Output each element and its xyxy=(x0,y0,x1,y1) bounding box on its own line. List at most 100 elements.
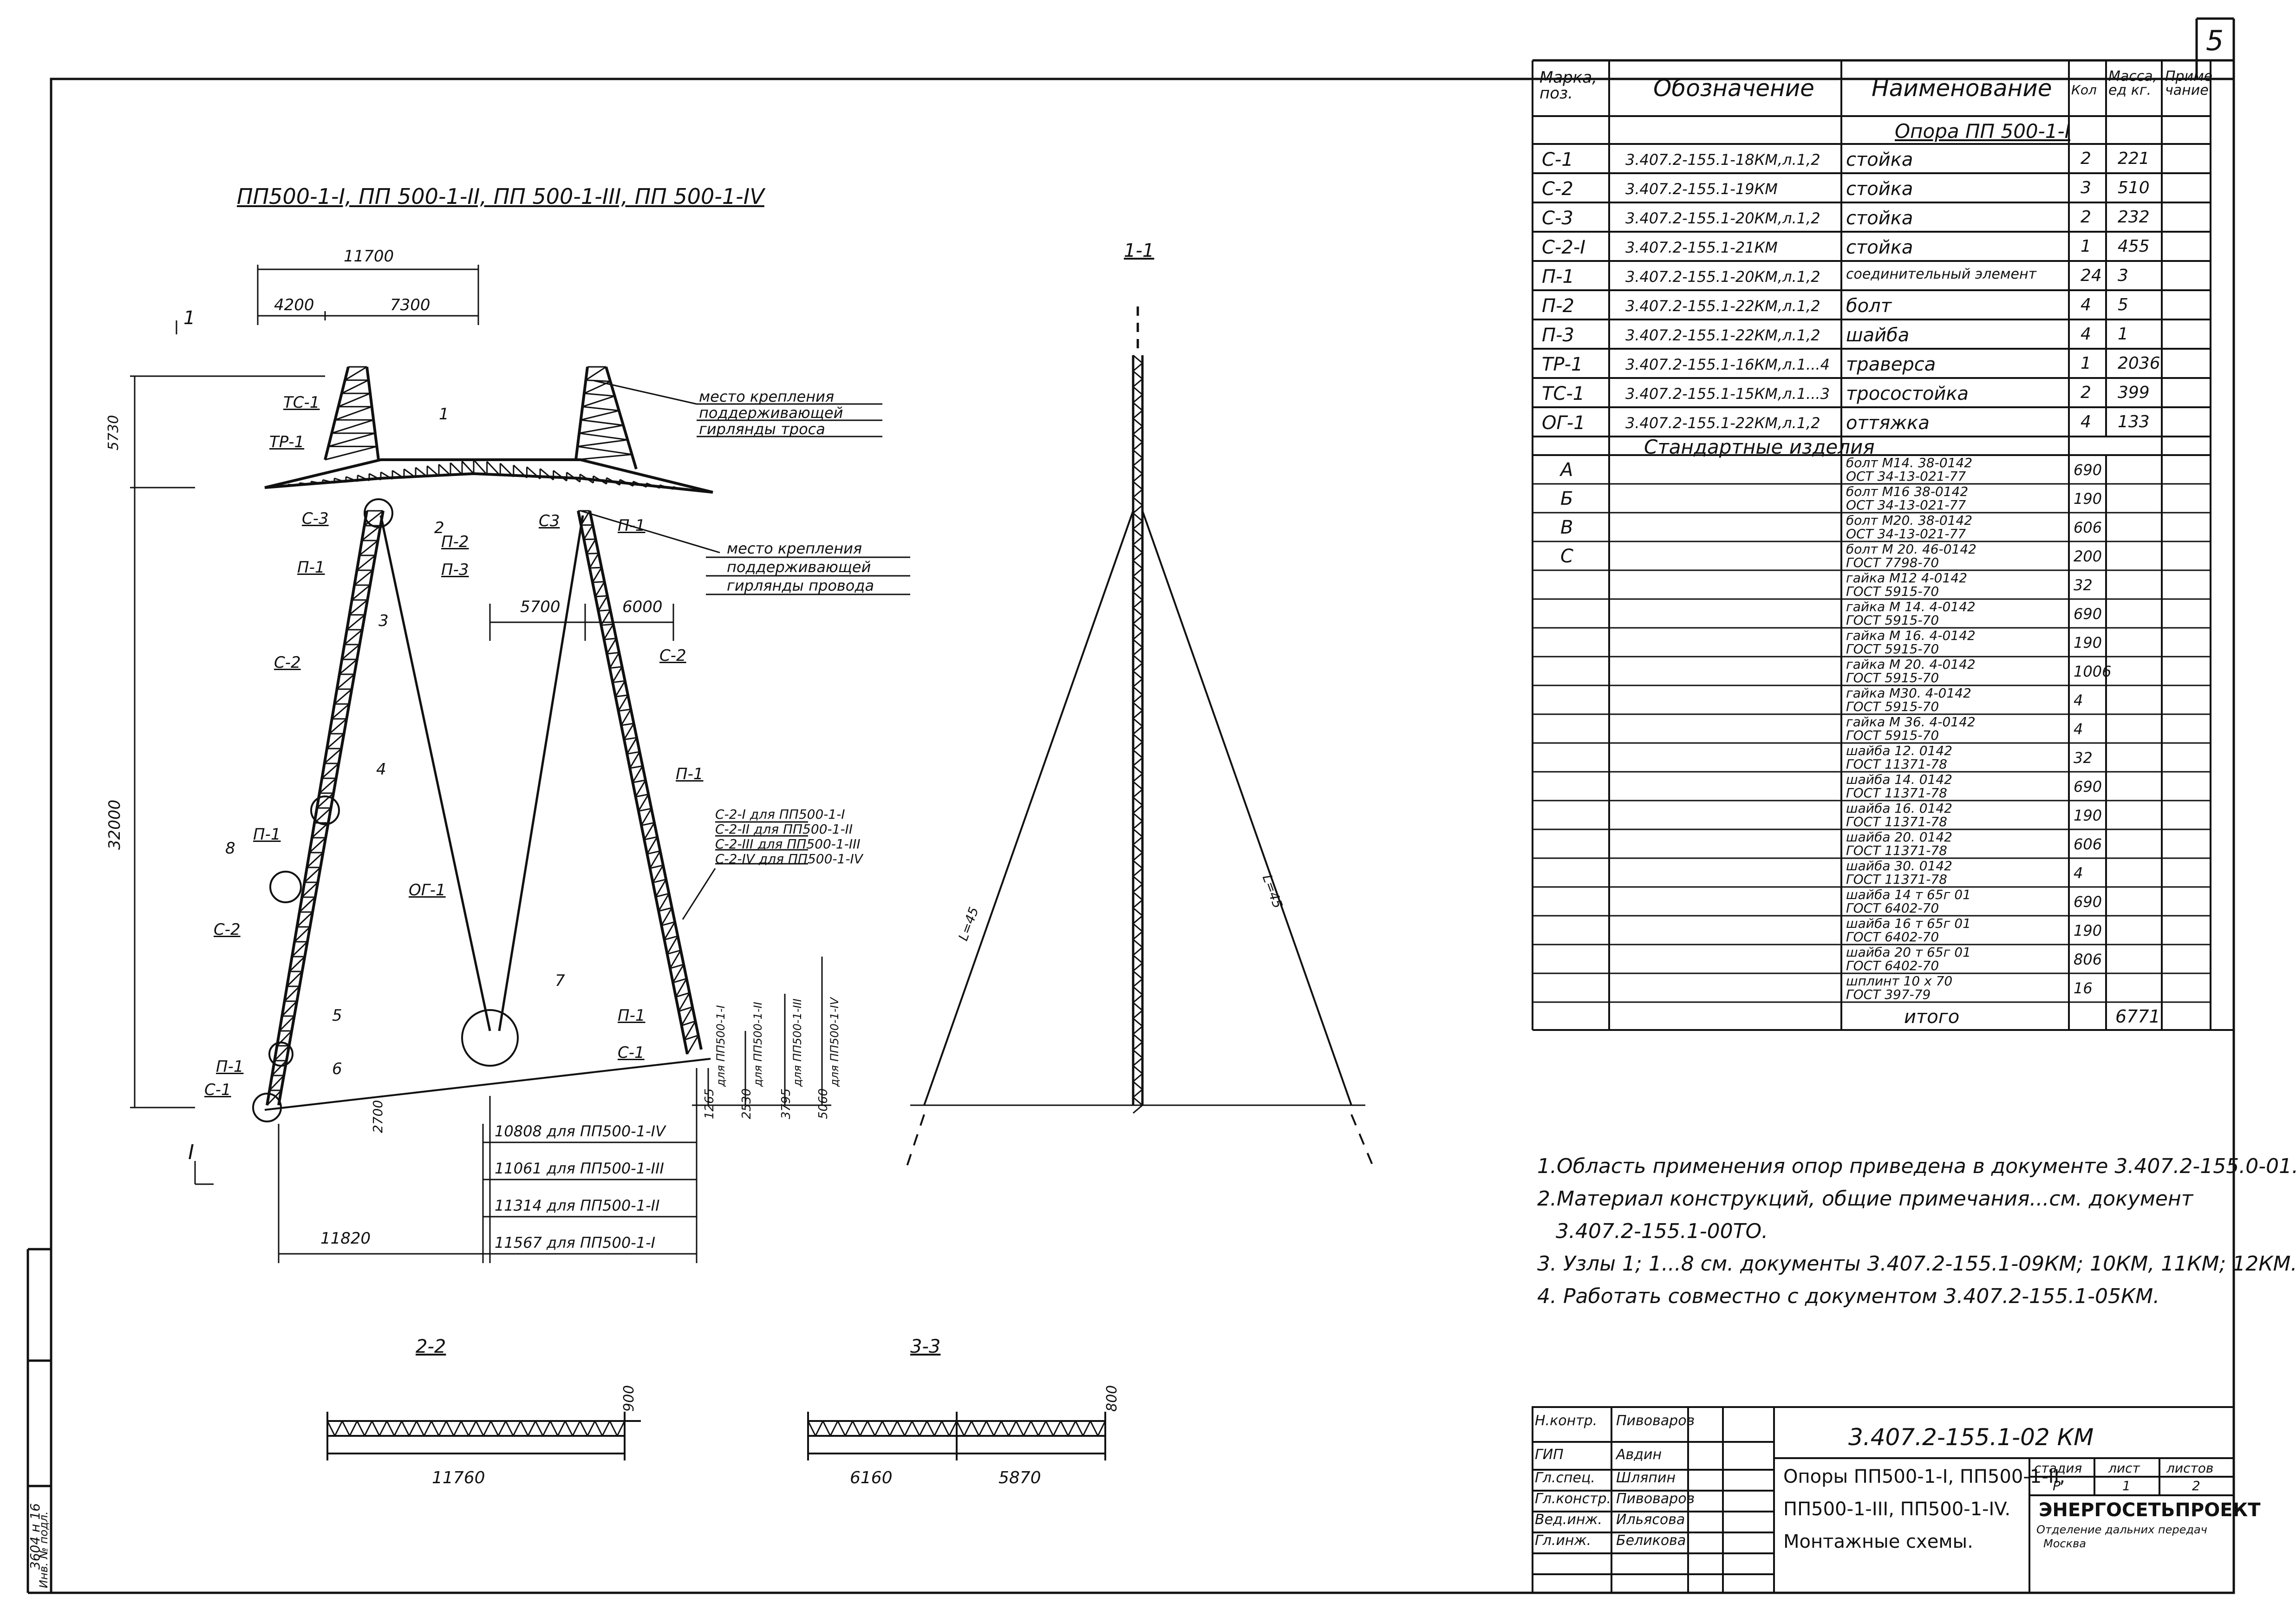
tower-lattice xyxy=(264,366,713,1106)
dim-left-span: 4200 xyxy=(274,296,314,314)
label-pos1: 1 xyxy=(439,405,449,424)
std-mark: С xyxy=(1560,546,1573,567)
spec-qty: 2 xyxy=(2081,149,2091,168)
h-variant-2: 2530 xyxy=(740,1088,754,1119)
spec-qty: 1 xyxy=(2081,354,2091,373)
tb-stage-label: стадия xyxy=(2034,1460,2082,1476)
spec-mass: 455 xyxy=(2118,237,2150,256)
main-dimension-lines xyxy=(130,265,910,1263)
sec22-width: 11760 xyxy=(432,1468,485,1487)
spec-mass: 1 xyxy=(2118,325,2128,344)
tb-sheets-label: листов xyxy=(2166,1460,2214,1476)
std-name2: ГОСТ 11371-78 xyxy=(1846,872,1947,887)
spec-qty: 1 xyxy=(2081,237,2091,256)
tb-sheet-label: лист xyxy=(2108,1460,2140,1476)
th-mass: Масса, ед кг. xyxy=(2108,68,2158,98)
std-name1: гайка М12 4-0142 xyxy=(1846,570,1967,586)
std-name2: ОСТ 34-13-021-77 xyxy=(1846,497,1966,513)
spec-qty: 4 xyxy=(2081,412,2091,431)
std-name1: гайка М 36. 4-0142 xyxy=(1846,714,1976,730)
label-p1-d: П-1 xyxy=(676,765,704,783)
h-variant-3: 3795 xyxy=(779,1088,793,1119)
std-name2: ГОСТ 5915-70 xyxy=(1846,584,1939,599)
label-pos5: 5 xyxy=(332,1006,342,1025)
std-name2: ГОСТ 5915-70 xyxy=(1846,699,1939,714)
std-name2: ГОСТ 11371-78 xyxy=(1846,756,1947,772)
std-name1: болт М16 38-0142 xyxy=(1846,484,1969,499)
std-qty: 806 xyxy=(2074,951,2102,968)
callout-mid-1: место крепления xyxy=(727,540,862,557)
total-mass: 6771 xyxy=(2115,1006,2160,1027)
tb-org: ЭНЕРГОСЕТЬПРОЕКТ xyxy=(2039,1499,2261,1521)
spec-qty: 4 xyxy=(2081,325,2091,344)
std-name2: ГОСТ 11371-78 xyxy=(1846,785,1947,801)
label-tc1: ТС-1 xyxy=(283,393,320,412)
std-qty: 606 xyxy=(2074,835,2102,853)
label-c3b: С3 xyxy=(539,512,560,530)
callout-top-3: гирлянды троса xyxy=(699,420,825,438)
h-variant-4: 5060 xyxy=(816,1088,830,1119)
side-stamp-2: 3604 н 16 xyxy=(27,1503,43,1570)
spec-qty: 2 xyxy=(2081,208,2091,227)
h-variant-label-3: для ПП500-1-III xyxy=(791,998,804,1087)
h-variant-label-1: для ПП500-1-I xyxy=(714,1005,727,1087)
callout-top-1: место крепления xyxy=(699,388,835,405)
note-4: 4. Работать совместно с документом 3.407… xyxy=(1537,1284,2160,1308)
std-name1: болт М20. 38-0142 xyxy=(1846,513,1973,528)
std-qty: 32 xyxy=(2074,576,2093,594)
tb-role: Гл.спец. xyxy=(1535,1470,1595,1486)
sheet-number: 5 xyxy=(2206,25,2224,57)
note-2b: 3.407.2-155.1-00ТО. xyxy=(1556,1219,1768,1243)
callout-top-2: поддерживающей xyxy=(699,404,843,422)
tb-title-2: ПП500-1-III, ПП500-1-IV. xyxy=(1783,1499,2011,1520)
std-qty: 4 xyxy=(2074,720,2083,738)
spec-mass: 5 xyxy=(2118,295,2128,314)
len-variant-2: 11061 для ПП500-1-III xyxy=(495,1160,664,1177)
label-tp1: ТР-1 xyxy=(269,433,305,451)
std-title: Стандартные изделия xyxy=(1644,436,1875,458)
tb-name: Авдин xyxy=(1616,1447,1662,1463)
spec-doc: 3.407.2-155.1-16КМ,л.1...4 xyxy=(1625,356,1830,373)
sec33-height: 800 xyxy=(1104,1385,1120,1412)
std-name1: шайба 20 т 65г 01 xyxy=(1846,945,1971,960)
spec-mark: ТС-1 xyxy=(1542,383,1585,404)
tb-role: Вед.инж. xyxy=(1535,1512,1602,1528)
std-qty: 690 xyxy=(2074,605,2102,623)
std-name1: гайка М30. 4-0142 xyxy=(1846,685,1971,701)
spec-doc: 3.407.2-155.1-15КМ,л.1...3 xyxy=(1625,385,1830,403)
std-name2: ГОСТ 5915-70 xyxy=(1846,613,1939,628)
dim-mid-right: 6000 xyxy=(622,598,663,616)
tb-name: Пивоваров xyxy=(1616,1413,1695,1429)
label-pos7: 7 xyxy=(555,971,565,990)
callout-mid-3: гирлянды провода xyxy=(727,577,874,594)
drawing-title: ПП500-1-I, ПП 500-1-II, ПП 500-1-III, ПП… xyxy=(237,184,764,209)
std-qty: 16 xyxy=(2074,979,2093,997)
section-lattice xyxy=(326,1421,1106,1436)
spec-doc: 3.407.2-155.1-22КМ,л.1,2 xyxy=(1625,297,1820,315)
spec-name: стойка xyxy=(1846,237,1913,258)
title-block-grid xyxy=(1532,1406,2235,1594)
dim-mid-left: 5700 xyxy=(520,598,561,616)
std-name2: ОСТ 34-13-021-77 xyxy=(1846,526,1966,541)
std-qty: 190 xyxy=(2074,807,2102,824)
tb-name: Пивоваров xyxy=(1616,1491,1695,1507)
label-og1: ОГ-1 xyxy=(409,881,446,899)
section-1-left: 1 xyxy=(183,307,196,329)
th-mark: Марка, поз. xyxy=(1539,68,1597,103)
th-qty: Кол xyxy=(2071,82,2097,98)
std-qty: 32 xyxy=(2074,749,2093,767)
std-name1: шплинт 10 х 70 xyxy=(1846,973,1953,989)
label-p2: П-2 xyxy=(441,533,469,551)
label-c2-c: С-2 xyxy=(214,920,241,939)
tb-role: Гл.констр. xyxy=(1535,1491,1611,1507)
label-pos2: 2 xyxy=(434,519,444,537)
spec-mark: П-1 xyxy=(1542,266,1574,287)
std-name2: ОСТ 34-13-021-77 xyxy=(1846,469,1966,484)
spec-mass: 510 xyxy=(2118,178,2150,197)
note-1: 1.Область применения опор приведена в до… xyxy=(1537,1154,2296,1178)
std-name1: шайба 14 т 65г 01 xyxy=(1846,887,1971,902)
label-c2-b: С-2 xyxy=(659,646,686,665)
std-name1: шайба 12. 0142 xyxy=(1846,743,1952,758)
spec-name: траверса xyxy=(1846,354,1936,375)
spec-qty: 3 xyxy=(2081,178,2091,197)
